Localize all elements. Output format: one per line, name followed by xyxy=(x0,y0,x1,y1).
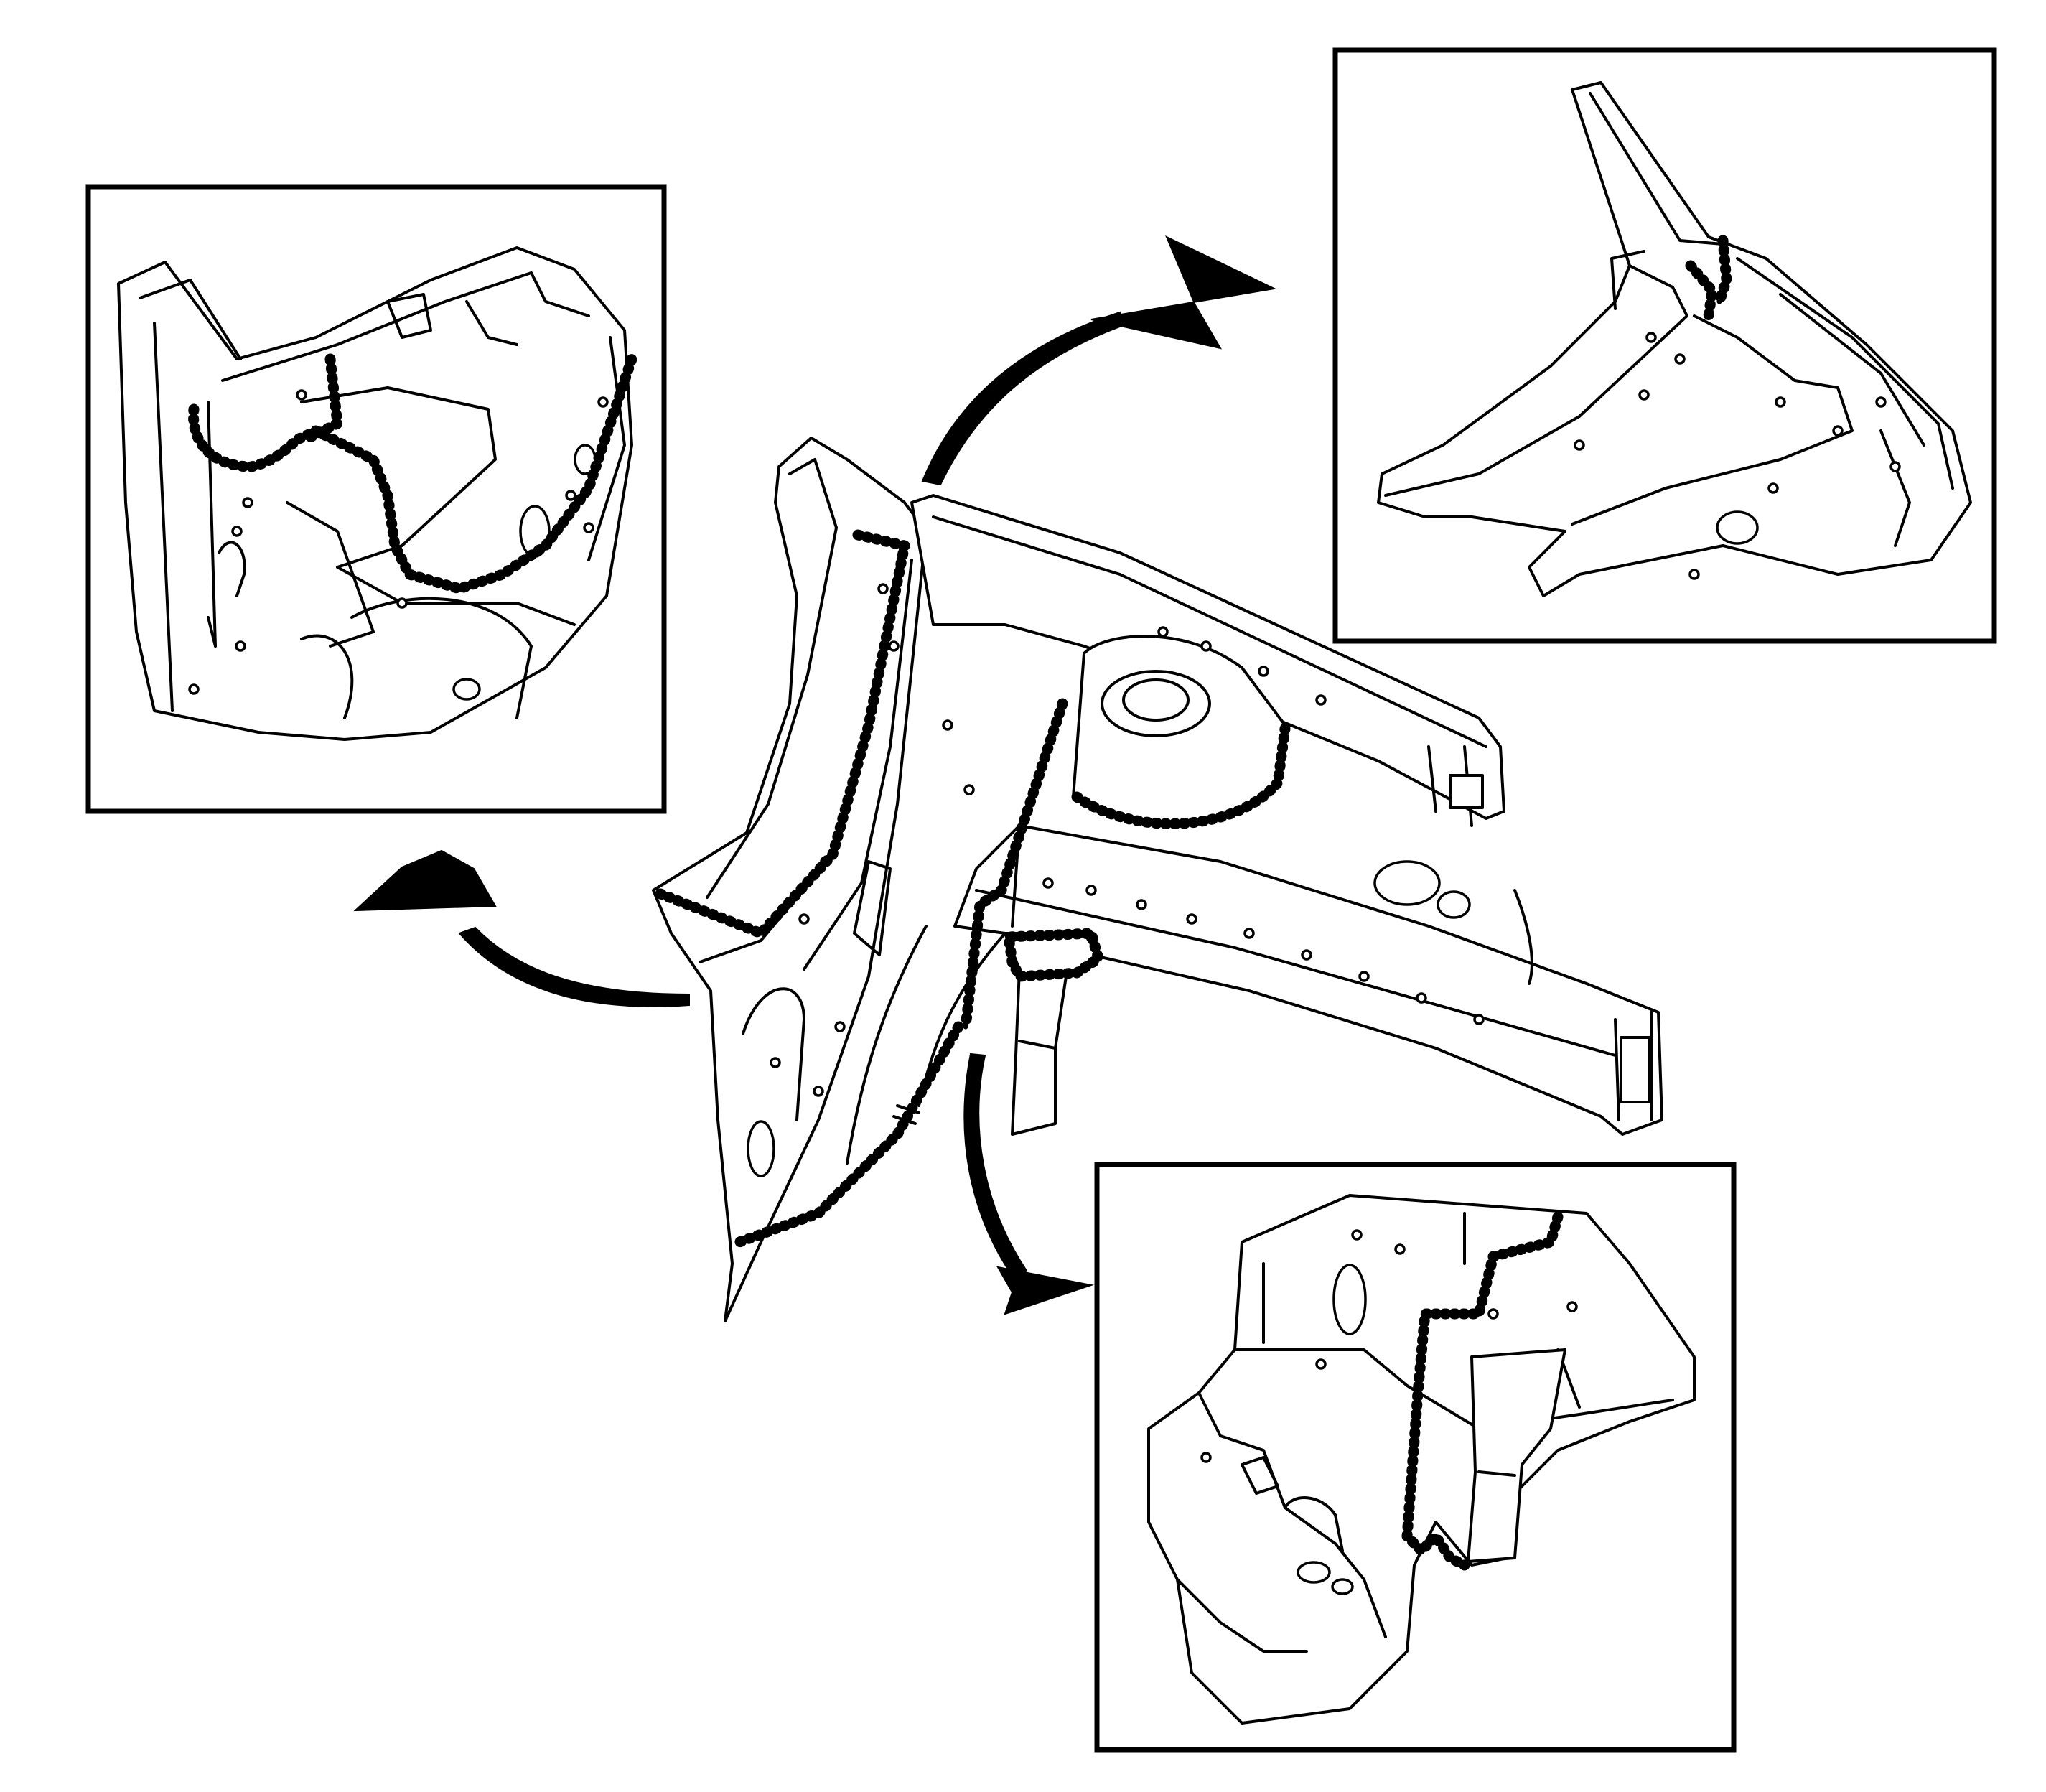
callout-arrow-icon xyxy=(458,926,690,1007)
main-assembly xyxy=(652,437,1663,1322)
callout-arrow-icon xyxy=(1090,235,1277,350)
weld-seam-icon xyxy=(188,353,637,594)
weld-seam-icon xyxy=(1401,1211,1564,1571)
callout-arrows xyxy=(353,235,1277,1315)
weld-seam-icon xyxy=(1685,235,1732,322)
callout-arrow-icon xyxy=(996,1266,1094,1315)
detail-top-right xyxy=(1332,47,1997,644)
weld-seam-icon xyxy=(655,529,1291,1248)
main-assembly-holes xyxy=(770,583,1485,1097)
callout-arrow-icon xyxy=(921,311,1121,486)
detail-bottom-right xyxy=(1094,1162,1737,1753)
detail-top-left xyxy=(85,184,667,814)
callout-arrow-icon xyxy=(353,849,497,912)
